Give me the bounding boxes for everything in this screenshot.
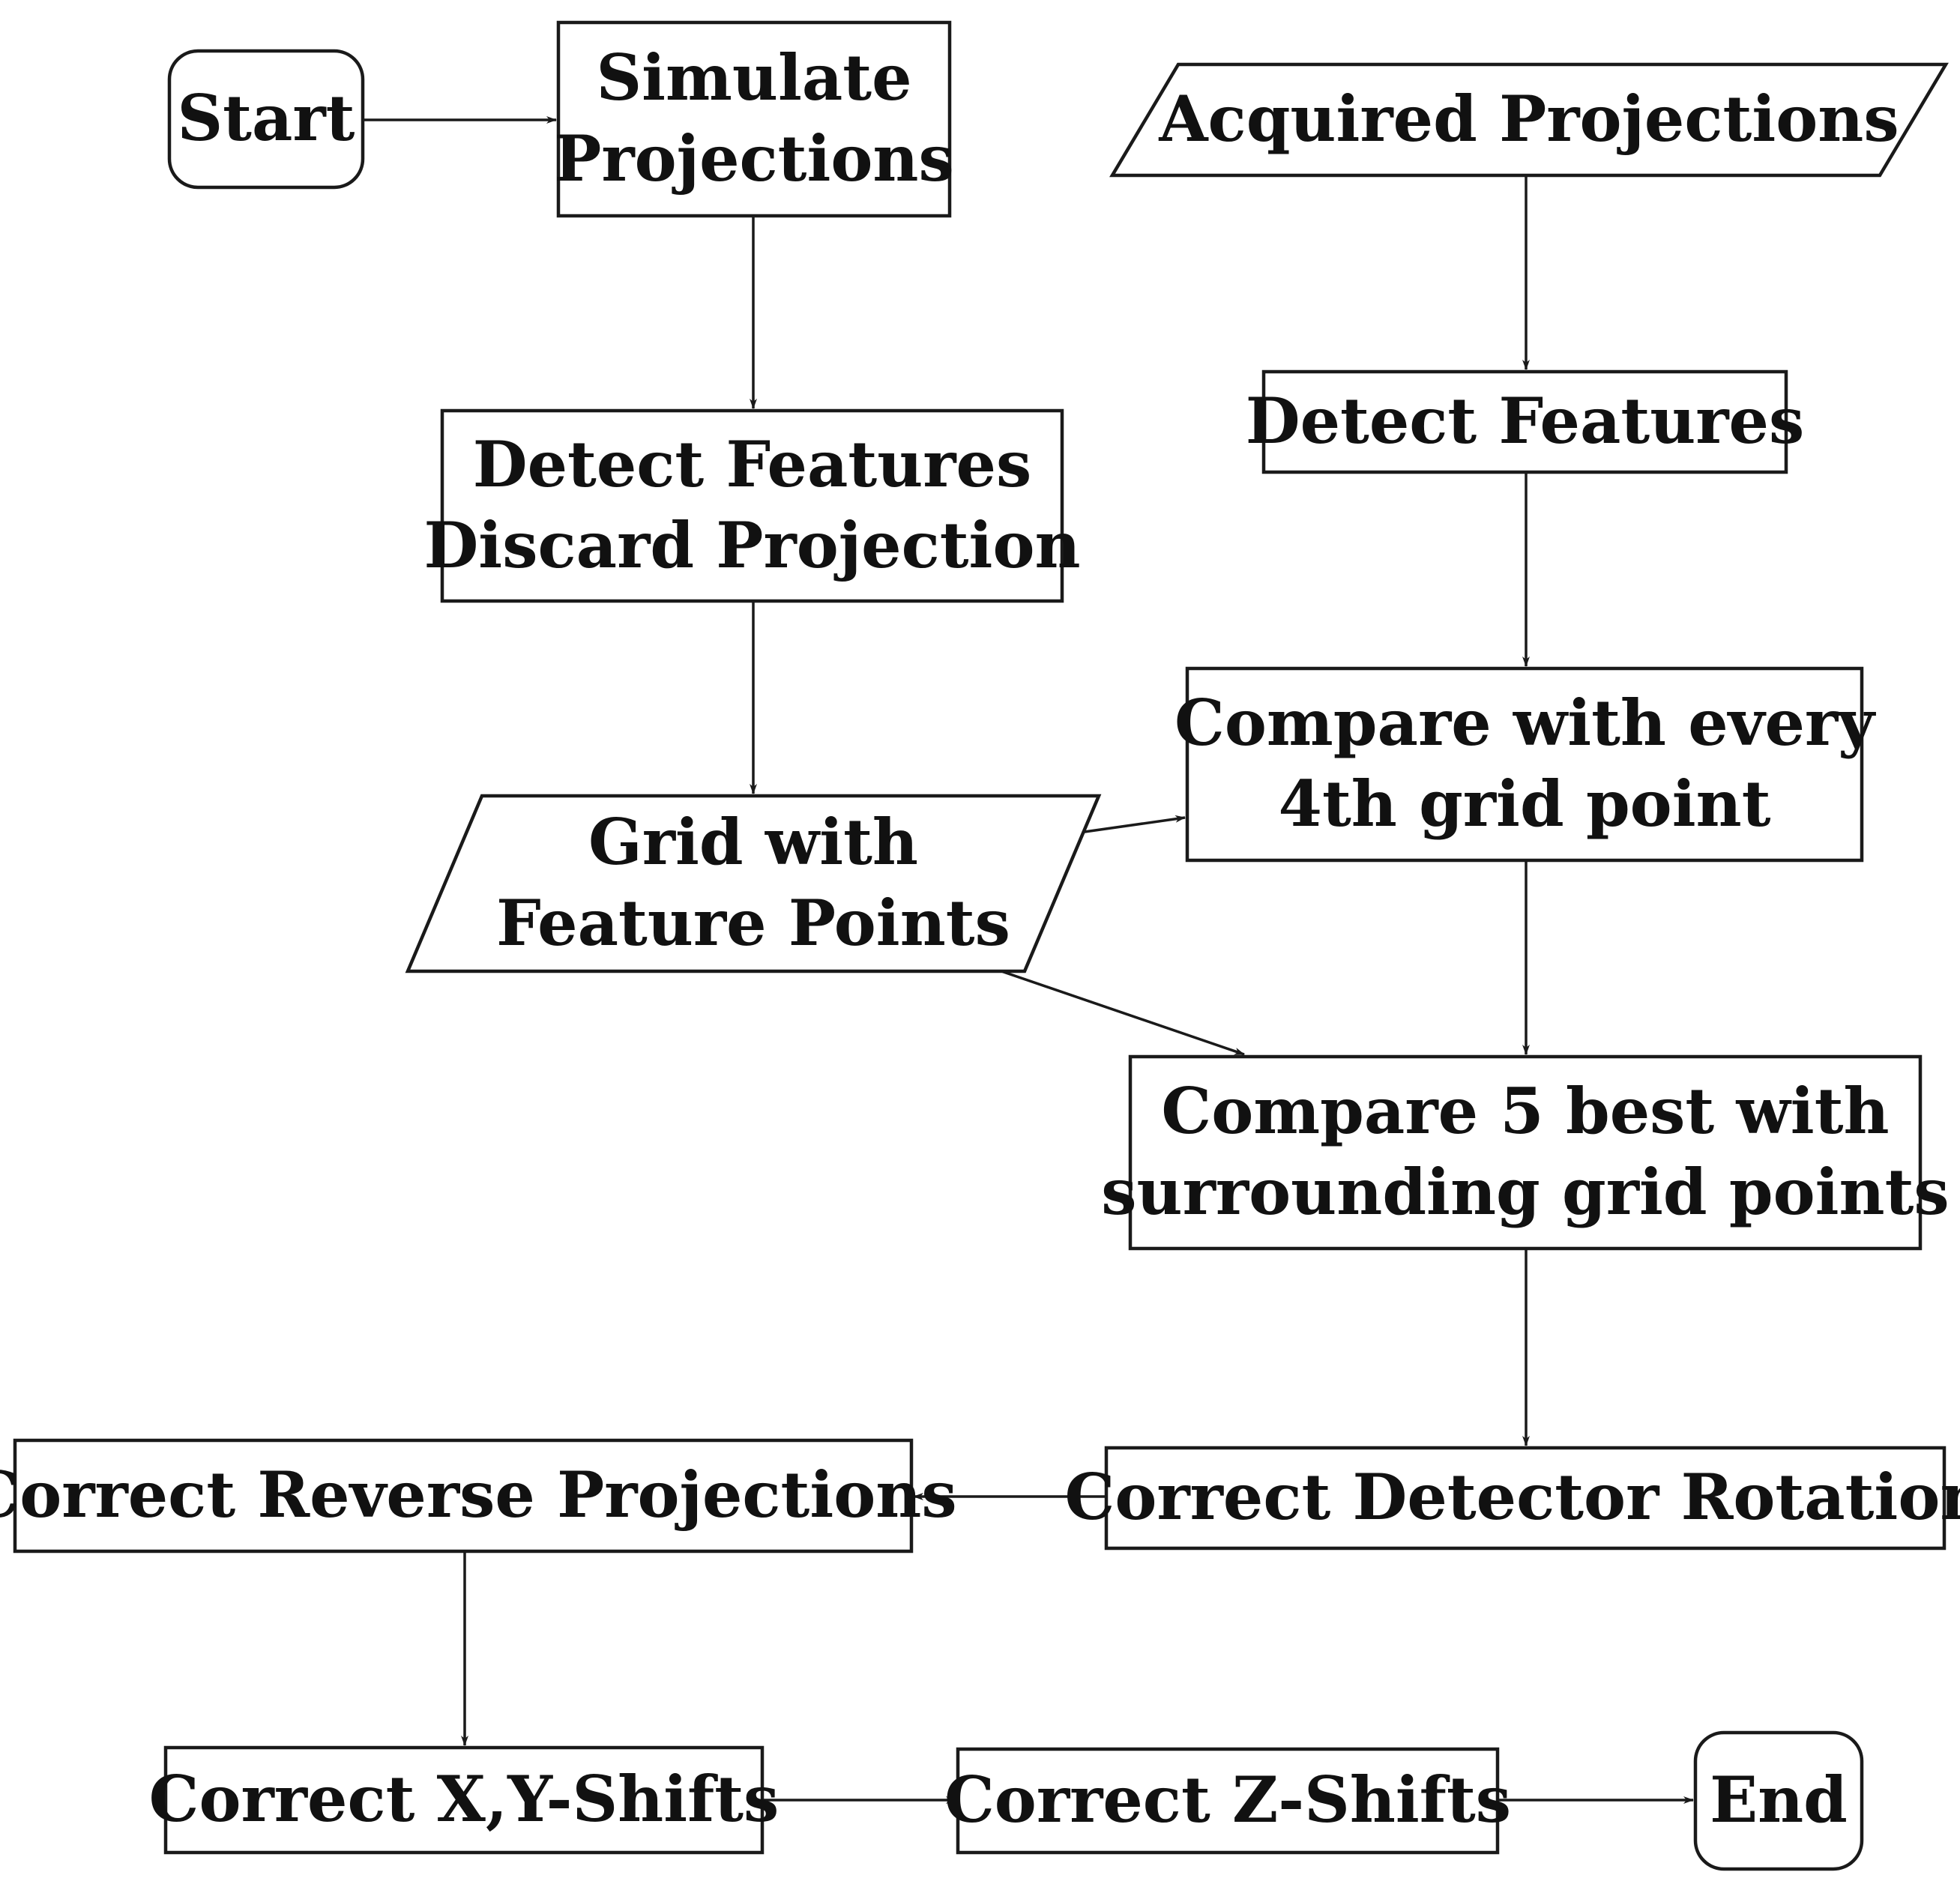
- node-compare5-shape: [1128, 1054, 1923, 1251]
- node-grid-label-1: Grid with: [588, 805, 918, 879]
- edges: [364, 116, 1694, 1804]
- node-end-shape: [1693, 1730, 1864, 1871]
- node-compare4-label-1: Compare with every: [1175, 686, 1876, 760]
- node-end-label-1: End: [1710, 1763, 1848, 1837]
- node-start: Start: [167, 49, 365, 190]
- node-reverse-label-1: Correct Reverse Projections: [0, 1458, 957, 1532]
- node-simulate-label-1: Simulate: [596, 40, 911, 115]
- node-end: End: [1693, 1730, 1864, 1871]
- node-detect-discard-label-1: Detect Features: [473, 427, 1032, 501]
- node-xy-shape: [163, 1745, 765, 1855]
- node-reverse: Correct Reverse Projections: [0, 1438, 957, 1554]
- node-detect-shape: [1261, 369, 1788, 474]
- node-compare4-shape: [1185, 666, 1864, 863]
- node-acquired: Acquired Projections: [1109, 62, 1949, 178]
- node-xy: Correct X,Y-Shifts: [149, 1745, 780, 1855]
- node-acquired-label-1: Acquired Projections: [1158, 82, 1899, 156]
- edge-grid-to-compare5: [1001, 970, 1245, 1056]
- node-xy-label-1: Correct X,Y-Shifts: [149, 1762, 780, 1836]
- node-simulate-label-2: Projections: [554, 121, 954, 196]
- node-compare5-label-1: Compare 5 best with: [1161, 1074, 1889, 1148]
- node-reverse-shape: [13, 1438, 914, 1554]
- node-rotation-label-1: Correct Detector Rotation: [1065, 1460, 1960, 1534]
- node-z: Correct Z-Shifts: [944, 1747, 1511, 1855]
- node-z-label-1: Correct Z-Shifts: [944, 1763, 1511, 1837]
- node-grid-shape: [405, 794, 1102, 973]
- edge-grid-to-compare4: [1079, 815, 1186, 834]
- node-simulate-shape: [556, 20, 952, 218]
- node-detect: Detect Features: [1246, 369, 1805, 474]
- node-grid-label-2: Feature Points: [496, 886, 1010, 960]
- node-start-label-1: Start: [178, 81, 355, 155]
- node-rotation-shape: [1104, 1446, 1947, 1551]
- node-compare5-label-2: surrounding grid points: [1101, 1155, 1949, 1229]
- node-detect-discard-label-2: Discard Projection: [423, 508, 1080, 582]
- node-rotation: Correct Detector Rotation: [1065, 1446, 1960, 1551]
- node-z-shape: [956, 1747, 1500, 1855]
- node-compare4-label-2: 4th grid point: [1279, 767, 1771, 841]
- node-detect-discard-shape: [440, 408, 1064, 603]
- node-start-shape: [167, 49, 365, 190]
- node-acquired-shape: [1109, 62, 1949, 178]
- node-detect-label-1: Detect Features: [1246, 384, 1805, 458]
